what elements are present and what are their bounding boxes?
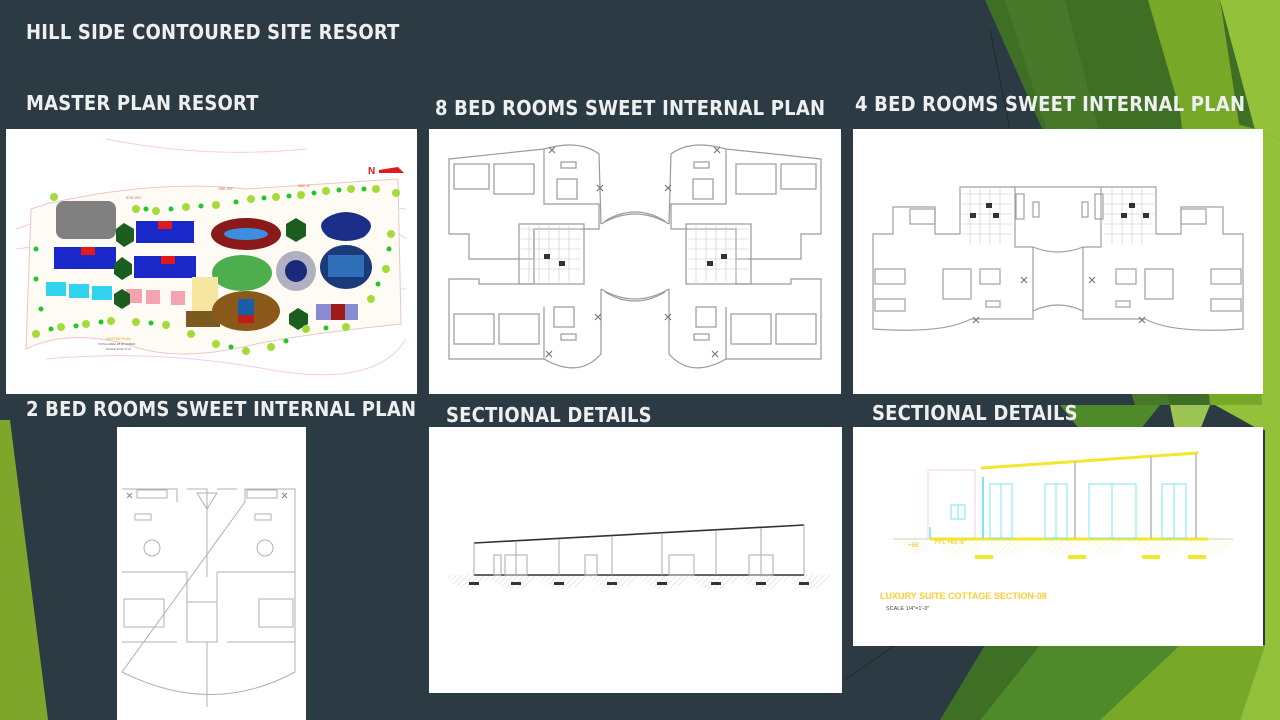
ffl-label: FFL +65'-6" [935,540,966,546]
slide-title: HILL SIDE CONTOURED SITE RESORT [26,20,400,44]
heading-section-1: SECTIONAL DETAILS [446,403,652,427]
svg-text:386'-6": 386'-6" [298,183,311,188]
heading-8-bed: 8 BED ROOMS SWEET INTERNAL PLAN [435,96,826,120]
heading-master-plan: MASTER PLAN RESORT [26,91,259,115]
svg-text:TOTAL AREA 28.90 ACRES: TOTAL AREA 28.90 ACRES [98,342,135,346]
section-2-image: +65' FFL +65'-6" LUXURY SUITE COTTAGE SE… [853,427,1263,646]
svg-text:SCALE 1/16"=1'-0": SCALE 1/16"=1'-0" [106,347,131,351]
svg-text:MASTER PLAN: MASTER PLAN [106,337,131,341]
section-caption: LUXURY SUITE COTTAGE SECTION-08 [880,591,1047,601]
section-scale: SCALE 1/4"=1'-0" [886,606,929,612]
master-plan-image: N 378'-0½" 766'-3½" 386'-6" MASTER PLAN … [6,129,417,394]
svg-text:378'-0½": 378'-0½" [126,195,142,200]
8-bed-plan-image [429,129,841,394]
2-bed-plan-image [117,427,306,720]
north-label: N [368,166,375,177]
level-label: +65' [908,543,919,549]
4-bed-plan-image [853,129,1263,394]
heading-4-bed: 4 BED ROOMS SWEET INTERNAL PLAN [855,92,1246,116]
section-1-image [429,427,842,693]
heading-2-bed: 2 BED ROOMS SWEET INTERNAL PLAN [26,397,417,421]
heading-section-2: SECTIONAL DETAILS [872,401,1078,425]
north-arrow-icon [379,167,404,173]
svg-text:766'-3½": 766'-3½" [218,186,234,191]
